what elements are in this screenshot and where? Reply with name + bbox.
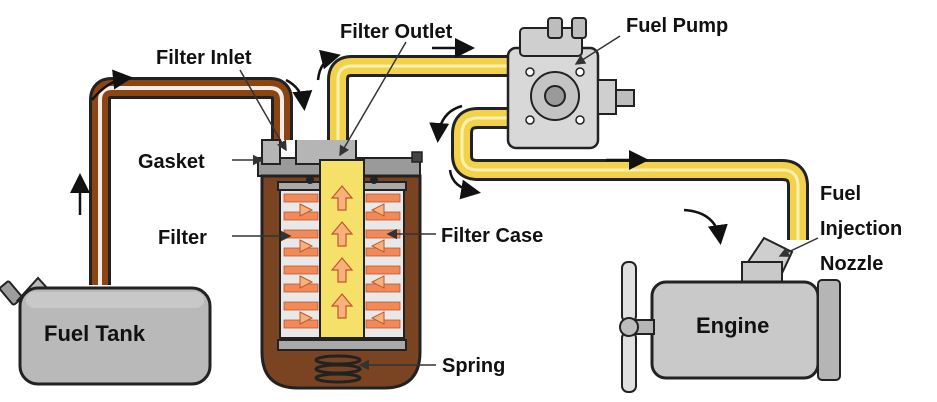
label-fuel-tank: Fuel Tank bbox=[44, 321, 146, 346]
label-filter-inlet: Filter Inlet bbox=[156, 47, 252, 69]
label-spring: Spring bbox=[442, 355, 505, 377]
tank-to-filter-line bbox=[89, 77, 293, 285]
label-nozzle-line3: Nozzle bbox=[820, 253, 883, 275]
fuel-tank bbox=[0, 276, 212, 386]
label-nozzle-line2: Injection bbox=[820, 218, 902, 240]
flow-direction-arrows bbox=[70, 38, 728, 245]
flow-arrows bbox=[330, 185, 354, 319]
pump-to-nozzle-line bbox=[451, 107, 809, 240]
fuel-pump bbox=[506, 17, 635, 150]
label-filter: Filter bbox=[158, 227, 207, 249]
filter-to-pump-line bbox=[327, 55, 510, 160]
label-filter-outlet: Filter Outlet bbox=[340, 21, 453, 43]
label-filter-case: Filter Case bbox=[441, 225, 543, 247]
label-gasket: Gasket bbox=[138, 151, 205, 173]
fuel-filter bbox=[257, 139, 423, 390]
fan-icon bbox=[619, 261, 639, 393]
leader-lines bbox=[232, 35, 819, 371]
label-engine: Engine bbox=[696, 313, 769, 338]
label-nozzle-line1: Fuel bbox=[820, 183, 861, 205]
label-fuel-pump: Fuel Pump bbox=[626, 15, 728, 37]
